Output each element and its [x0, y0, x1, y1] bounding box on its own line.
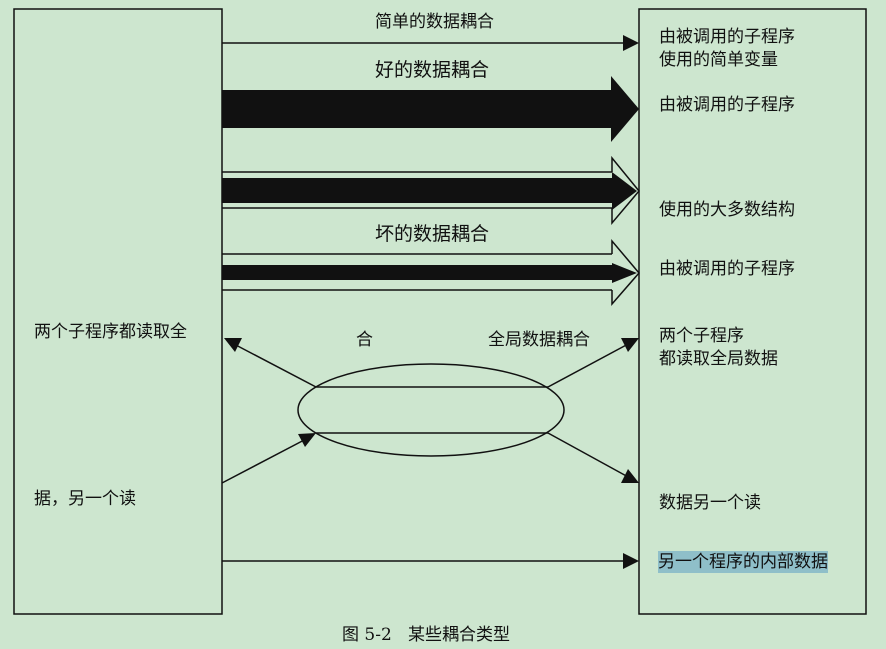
- right-module-box: [638, 8, 867, 615]
- figure-caption: 图 5-2 某些耦合类型: [342, 625, 510, 645]
- left-box-text-2: 据，另一个读: [34, 489, 136, 509]
- right-text-simple-1: 由被调用的子程序: [659, 27, 795, 47]
- right-text-structure: 使用的大多数结构: [659, 200, 795, 220]
- simple-coupling-label: 简单的数据耦合: [375, 12, 494, 32]
- internal-data-arrow: [222, 553, 639, 569]
- right-text-good: 由被调用的子程序: [659, 95, 795, 115]
- right-text-simple-2: 使用的简单变量: [659, 50, 778, 70]
- global-data-ellipse: [297, 363, 565, 457]
- left-box-text-1: 两个子程序都读取全: [34, 322, 187, 342]
- right-text-internal: 另一个程序的内部数据: [658, 551, 828, 573]
- simple-coupling-arrow: [222, 35, 639, 51]
- structure-coupling-arrow: [222, 155, 640, 226]
- global-coupling-arrows: [221, 338, 639, 484]
- global-coupling-label-left: 合: [356, 330, 373, 350]
- good-coupling-arrow: [222, 76, 639, 142]
- right-text-bad: 由被调用的子程序: [659, 259, 795, 279]
- right-text-global-3: 数据另一个读: [659, 493, 761, 513]
- right-text-global-1: 两个子程序: [659, 326, 744, 346]
- global-coupling-label-right: 全局数据耦合: [488, 330, 590, 350]
- bad-coupling-arrow: [222, 238, 640, 307]
- bad-coupling-label: 坏的数据耦合: [375, 223, 490, 245]
- right-text-global-2: 都读取全局数据: [659, 349, 778, 369]
- left-module-box: [13, 8, 223, 615]
- good-coupling-label: 好的数据耦合: [375, 59, 490, 81]
